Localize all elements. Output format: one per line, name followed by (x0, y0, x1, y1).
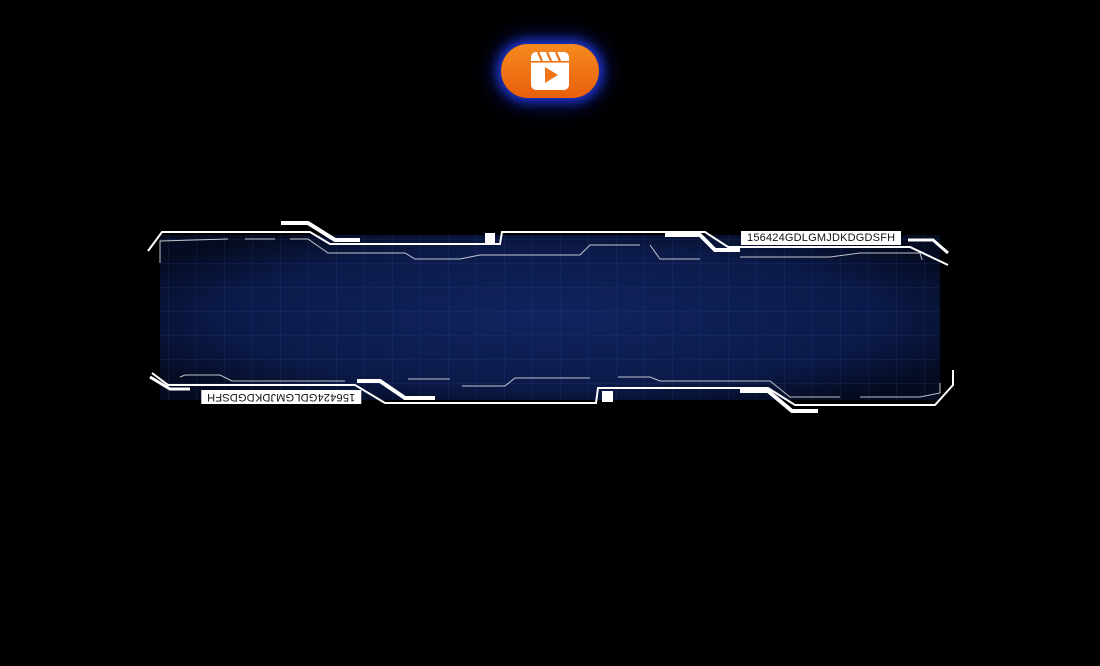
video-play-icon (531, 51, 569, 90)
hud-panel (140, 215, 960, 415)
hud-code-label-bottom: 156424GDLGMJDKDGDSFH (201, 390, 362, 404)
play-video-button[interactable] (501, 44, 599, 98)
hud-frame (147, 221, 954, 413)
hud-code-label-top: 156424GDLGMJDKDGDSFH (741, 231, 902, 245)
